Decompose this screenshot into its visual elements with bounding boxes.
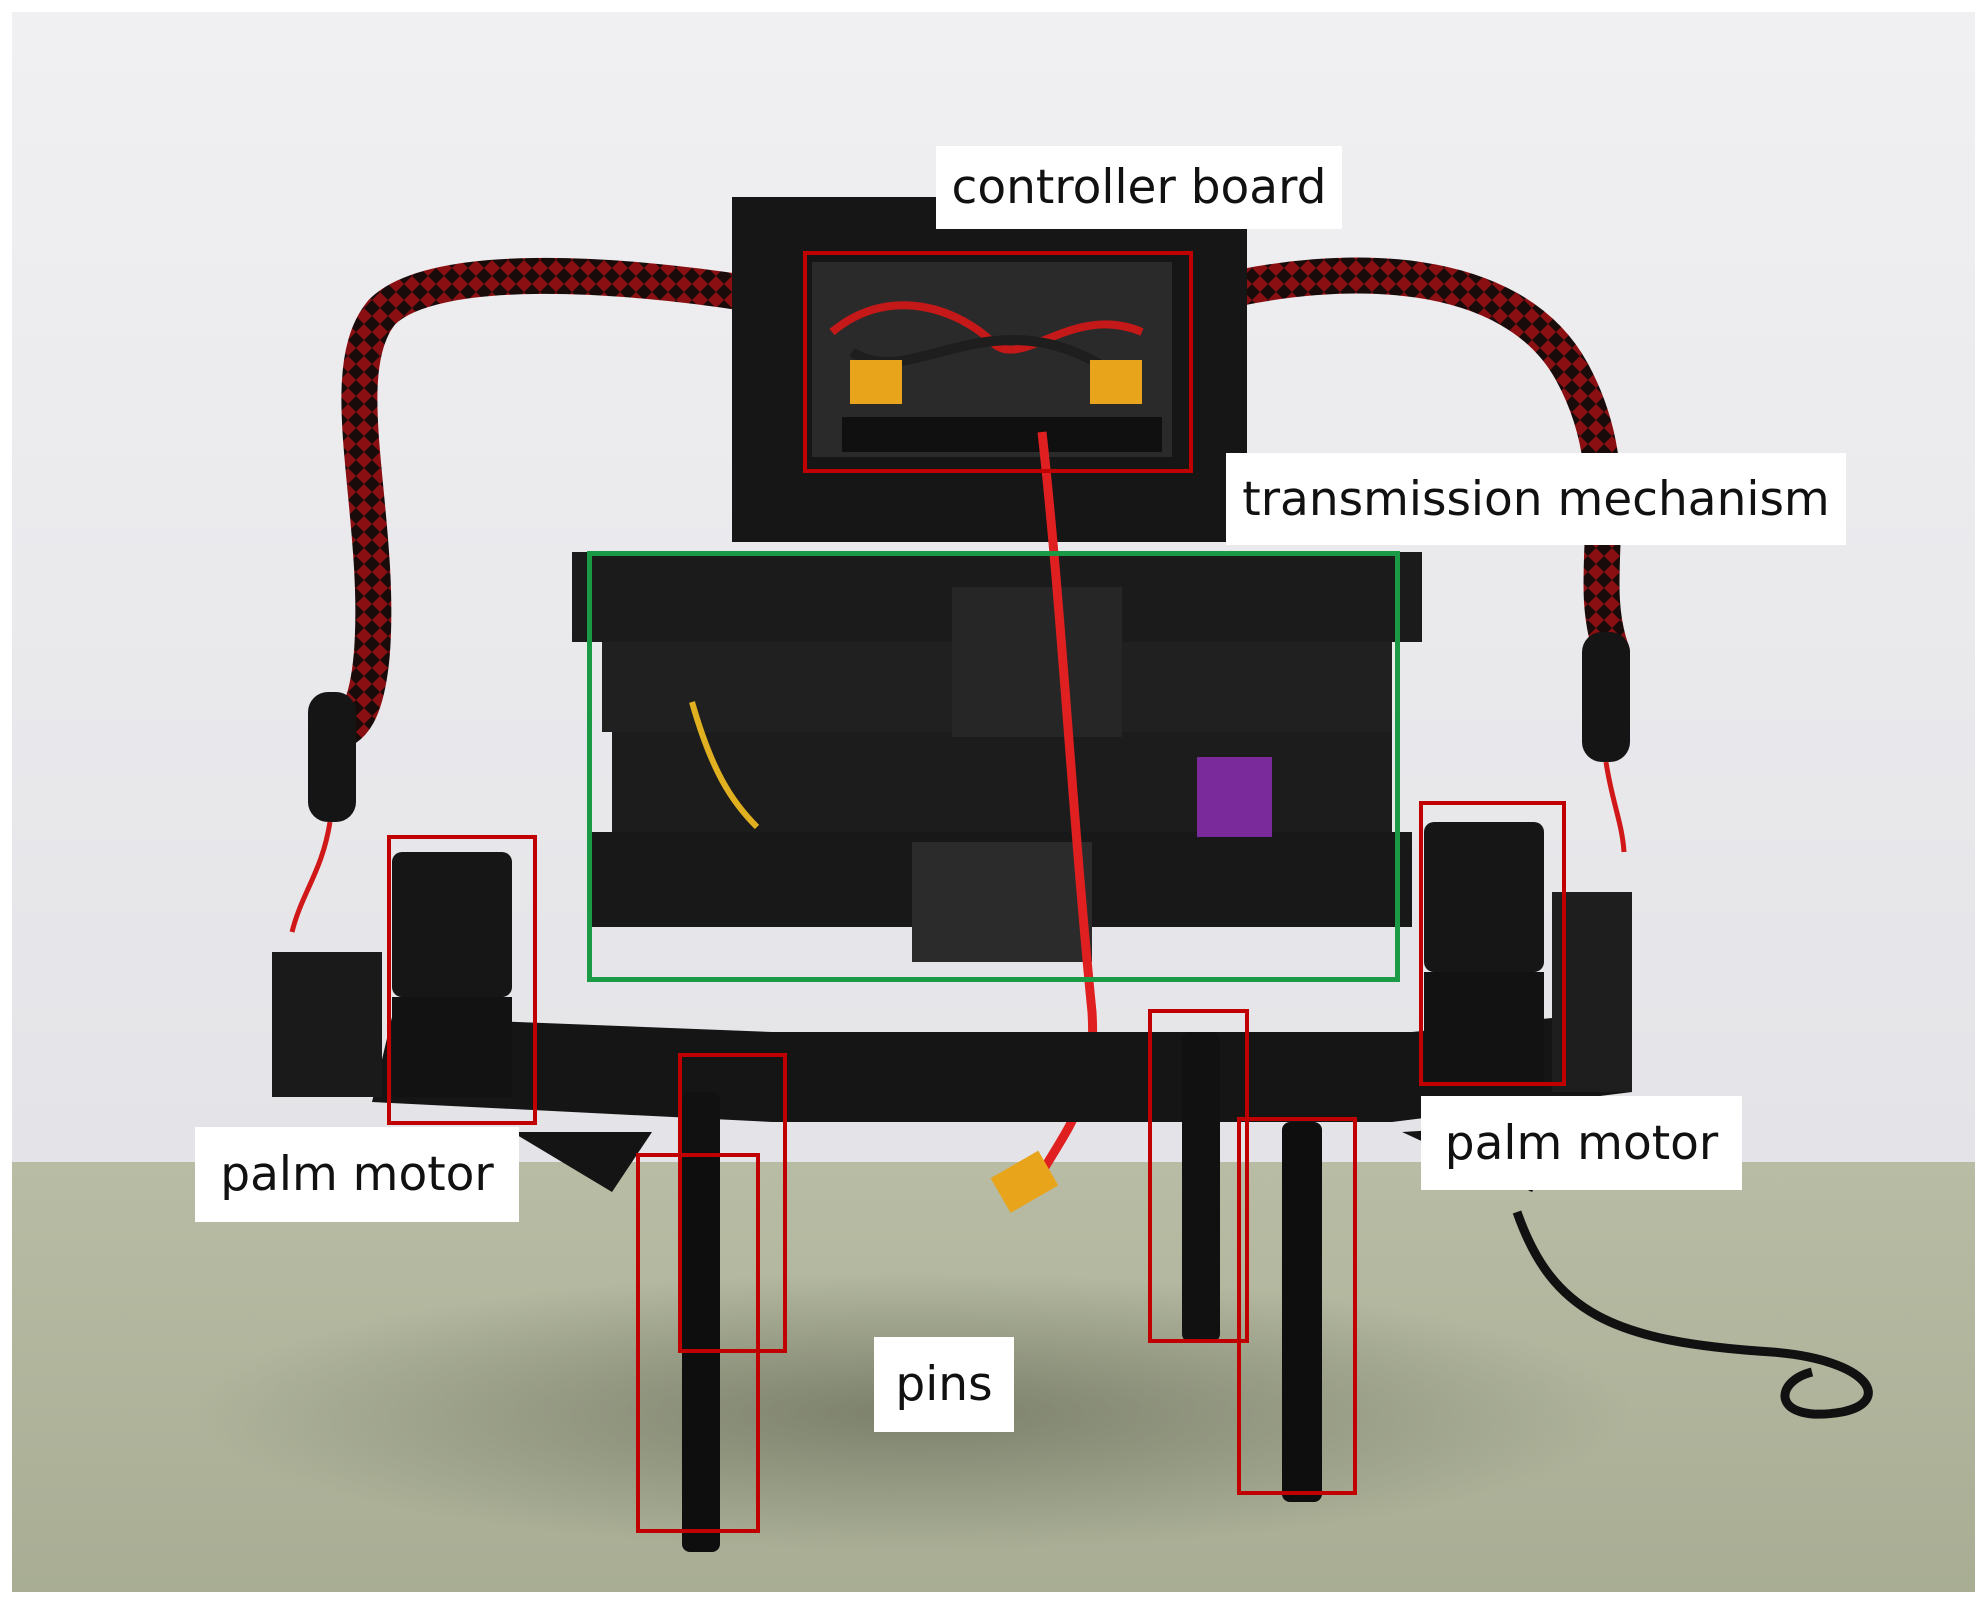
right-palm-motor-box — [1419, 801, 1566, 1086]
left-braided-cable — [314, 257, 770, 750]
left-motor-top — [392, 852, 512, 997]
right-braided-cable — [1194, 257, 1630, 670]
black-cable — [1512, 1210, 1873, 1419]
left-wire — [289, 821, 333, 933]
right-xt-connector — [1090, 360, 1142, 404]
left-gear — [512, 1132, 652, 1192]
robot-gripper-photo: controller board transmission mechanism … — [12, 12, 1975, 1592]
right-motor-top — [1424, 822, 1544, 972]
label-transmission-mechanism: transmission mechanism — [1226, 453, 1846, 545]
xt-plug — [990, 1150, 1059, 1213]
pin-3 — [1182, 1032, 1220, 1342]
left-ferrite-bead — [308, 692, 356, 822]
carbon-bracket-bottom — [912, 842, 1092, 962]
pin-box-1 — [678, 1053, 787, 1353]
left-palm-motor-box — [387, 835, 537, 1125]
transmission-mechanism-box — [587, 551, 1400, 982]
right-ferrite-bead — [1582, 632, 1630, 762]
pin-box-2 — [636, 1153, 760, 1533]
left-motor-body — [392, 997, 512, 1097]
pin-box-3 — [1148, 1009, 1249, 1343]
controller-board-box — [803, 251, 1193, 473]
yellow-wire — [689, 701, 760, 830]
label-controller-board: controller board — [936, 146, 1342, 229]
label-pins: pins — [874, 1337, 1014, 1432]
pin-box-4 — [1237, 1117, 1357, 1495]
right-wire — [1603, 761, 1627, 853]
label-palm-motor-right: palm motor — [1421, 1096, 1742, 1190]
purple-servo — [1197, 757, 1272, 837]
right-motor-body — [1424, 972, 1544, 1082]
controller-pcb — [842, 417, 1162, 452]
pin-4 — [1282, 1122, 1322, 1502]
left-xt-connector — [850, 360, 902, 404]
carbon-bracket-top — [952, 587, 1122, 737]
left-motor-bracket — [272, 952, 382, 1097]
label-palm-motor-left: palm motor — [195, 1127, 519, 1222]
